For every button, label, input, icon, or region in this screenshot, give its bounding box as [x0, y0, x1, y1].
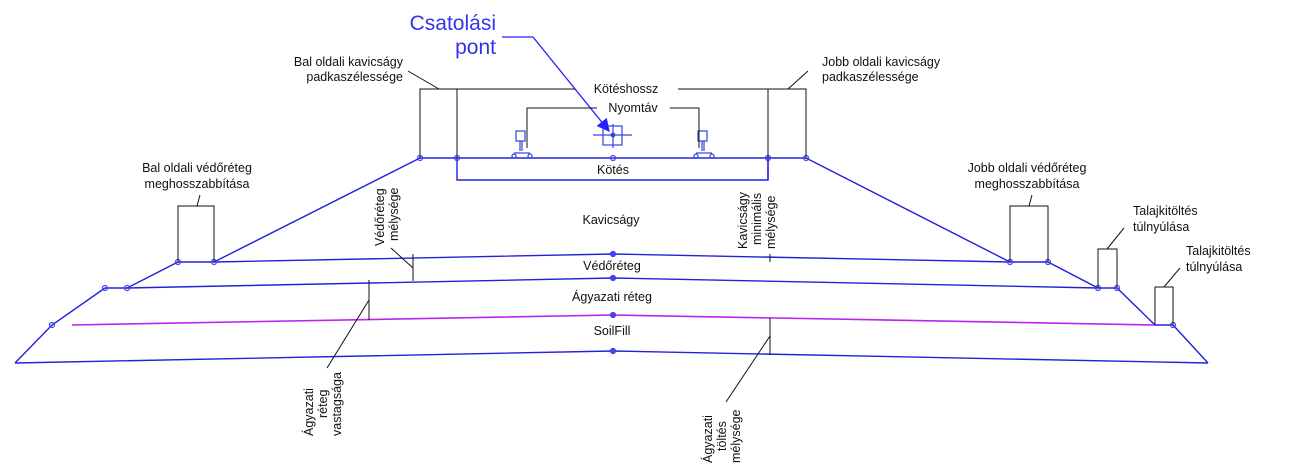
subballast-thickness-label: Ágyazati réteg vastagsága — [301, 372, 344, 436]
fill-overhang-1-label-1: Talajkitöltés — [1133, 204, 1198, 218]
gauge-label: Nyomtáv — [608, 101, 658, 115]
left-protect-ext-label-1: Bal oldali védőréteg — [142, 161, 252, 175]
svg-text:Ágyazati: Ágyazati — [700, 415, 715, 463]
left-shoulder-label-2: padkaszélessége — [306, 70, 403, 84]
left-shoulder-label-1: Bal oldali kavicságy — [294, 55, 404, 69]
dimension-lines — [177, 70, 1181, 403]
svg-text:Kavicságy: Kavicságy — [736, 191, 750, 249]
svg-text:vastagsága: vastagsága — [330, 372, 344, 436]
right-protect-ext-label-2: meghosszabbítása — [975, 177, 1080, 191]
attachment-point-title-line1: Csatolási — [410, 12, 496, 35]
svg-text:minimális: minimális — [750, 193, 764, 245]
svg-text:mélysége: mélysége — [729, 409, 743, 463]
svg-text:réteg: réteg — [316, 389, 330, 418]
attachment-callout-leader — [502, 36, 610, 133]
protective-layer-label: Védőréteg — [583, 259, 641, 273]
fill-overhang-1-label-2: túlnyúlása — [1133, 220, 1189, 234]
fill-overhang-2-label-2: túlnyúlása — [1186, 260, 1242, 274]
right-shoulder-label-1: Jobb oldali kavicságy — [822, 55, 941, 69]
svg-text:Védőréteg: Védőréteg — [373, 188, 387, 246]
svg-text:töltés: töltés — [715, 421, 729, 451]
svg-text:Ágyazati: Ágyazati — [301, 388, 316, 436]
svg-text:mélysége: mélysége — [387, 187, 401, 241]
attachment-point-icon — [593, 124, 632, 148]
protect-depth-label: Védőréteg mélysége — [373, 187, 401, 246]
right-shoulder-label-2: padkaszélessége — [822, 70, 919, 84]
ballast-min-depth-label: Kavicságy minimális mélysége — [736, 191, 778, 249]
tie-length-label: Kötéshossz — [594, 82, 659, 96]
right-rail-icon — [693, 130, 715, 159]
svg-text:mélysége: mélysége — [764, 195, 778, 249]
fill-overhang-2-label-1: Talajkitöltés — [1186, 244, 1251, 258]
left-rail-icon — [511, 130, 533, 159]
ballast-label: Kavicságy — [583, 213, 641, 227]
right-protect-ext-label-1: Jobb oldali védőréteg — [968, 161, 1087, 175]
tie-label: Kötés — [597, 163, 629, 177]
subballast-layer-label: Ágyazati réteg — [572, 289, 652, 304]
attachment-point-title-line2: pont — [455, 36, 496, 59]
soilfill-label: SoilFill — [594, 324, 631, 338]
subballast-fill-depth-label: Ágyazati töltés mélysége — [700, 409, 743, 463]
left-protect-ext-label-2: meghosszabbítása — [145, 177, 250, 191]
